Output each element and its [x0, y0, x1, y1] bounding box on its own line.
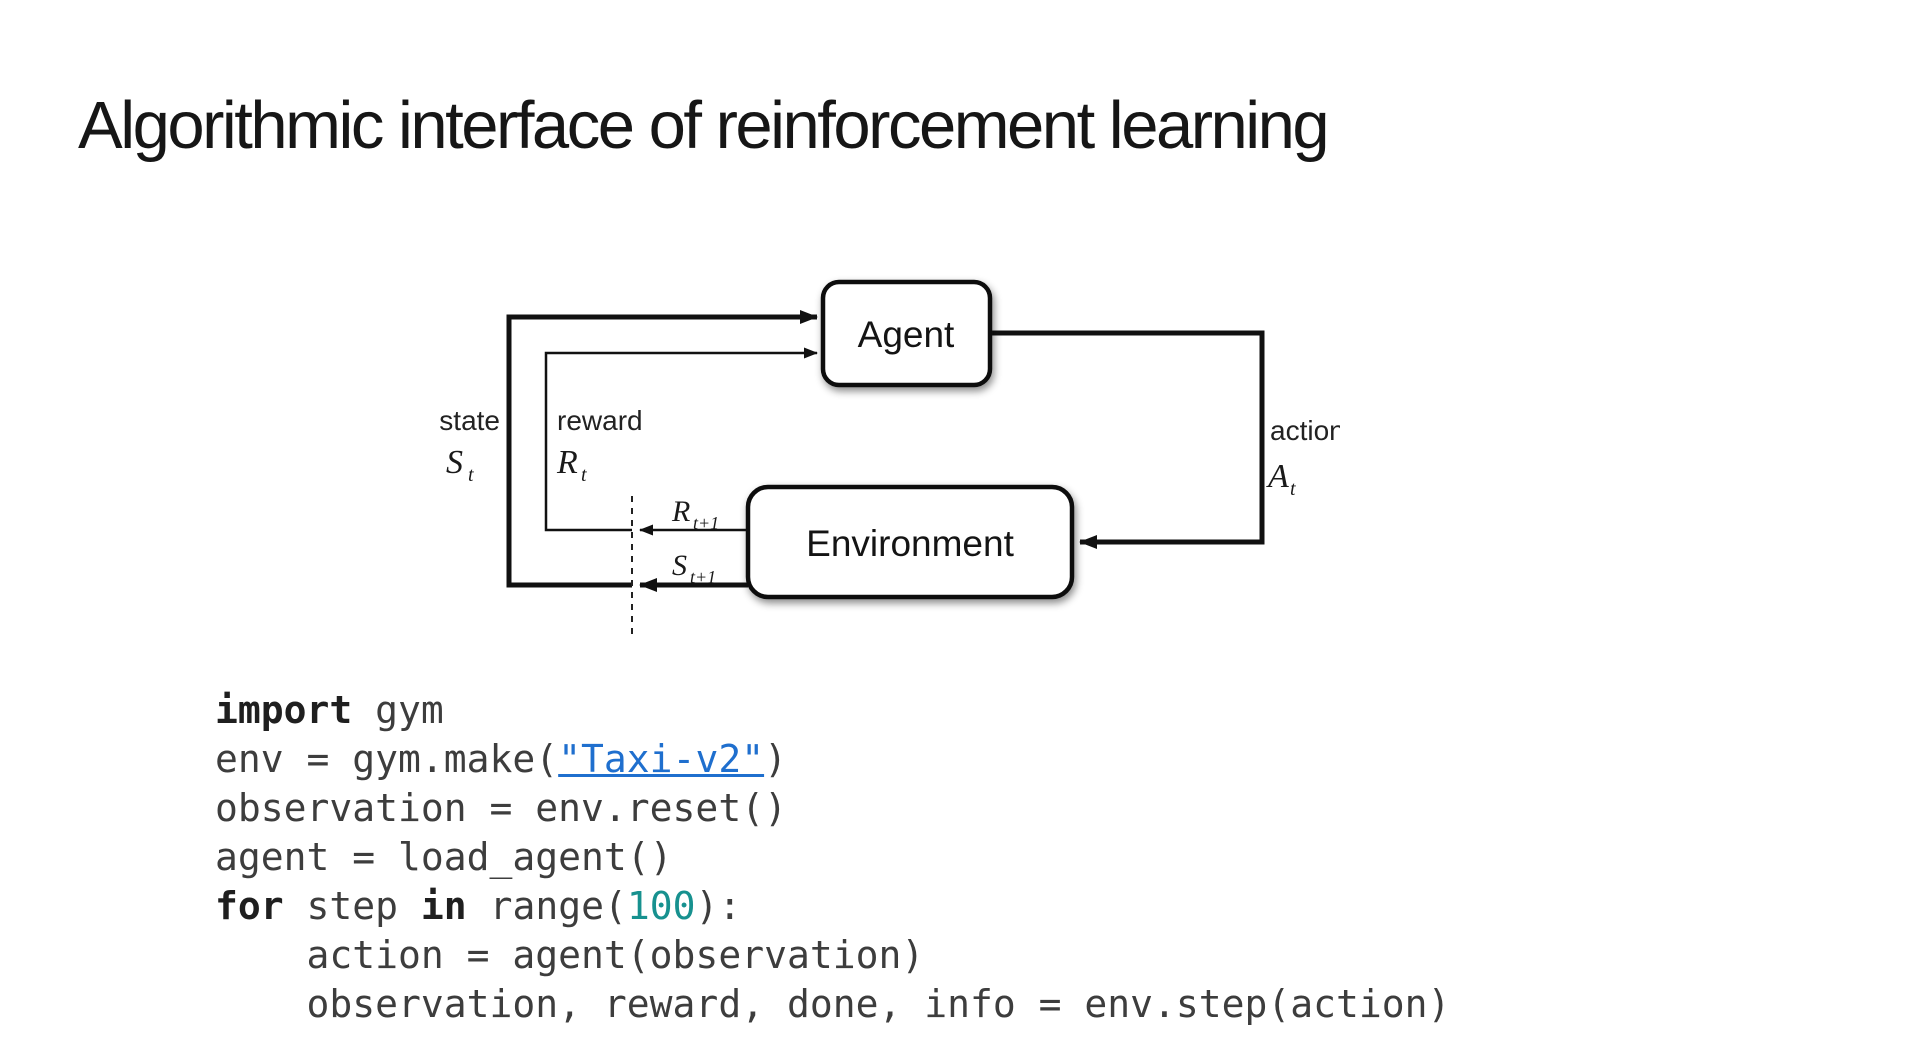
code-token: step	[283, 884, 421, 928]
agent-box-label: Agent	[858, 314, 955, 355]
code-token: in	[420, 884, 467, 928]
reward-wire	[544, 347, 818, 532]
state-wire	[506, 310, 818, 588]
code-token: for	[215, 884, 284, 928]
code-line: for step in range(100):	[215, 882, 1450, 931]
code-token: env = gym.make(	[215, 737, 559, 781]
code-token: observation = env.reset()	[215, 786, 787, 830]
next-reward-symbol-sub: t+1	[693, 513, 719, 533]
rl-loop-svg: Agent Environment state S t reward R t a…	[439, 279, 1345, 634]
code-token: import	[215, 688, 353, 732]
state-symbol: S	[446, 444, 463, 481]
state-label: state	[439, 405, 500, 436]
code-token: range(	[466, 884, 627, 928]
environment-box	[745, 484, 1075, 600]
code-line: observation = env.reset()	[215, 784, 1450, 833]
code-token: action = agent(observation)	[215, 933, 925, 977]
code-line: import gym	[215, 686, 1450, 735]
page-title: Algorithmic interface of reinforcement l…	[78, 87, 1330, 163]
code-line: observation, reward, done, info = env.st…	[215, 980, 1451, 1029]
state-symbol-sub: t	[468, 464, 474, 486]
action-symbol: A	[1266, 458, 1289, 495]
code-token: gym	[352, 688, 444, 732]
code-token: ):	[695, 884, 742, 928]
code-line: env = gym.make("Taxi-v2")	[215, 735, 1450, 784]
taxi-v2-link[interactable]: "Taxi-v2"	[558, 737, 765, 781]
reward-symbol-sub: t	[581, 464, 587, 486]
action-wire	[990, 330, 1265, 549]
reward-symbol: R	[556, 444, 578, 481]
code-token: )	[764, 737, 787, 781]
code-token: 100	[626, 884, 696, 928]
next-reward-symbol: R	[671, 495, 690, 528]
code-line: agent = load_agent()	[215, 833, 1450, 882]
action-symbol-sub: t	[1290, 478, 1296, 500]
code-token: agent = load_agent()	[215, 835, 673, 879]
next-state-symbol: S	[672, 549, 687, 582]
agent-box	[820, 279, 993, 388]
code-token: observation, reward, done, info = env.st…	[215, 982, 1451, 1026]
code-line: action = agent(observation)	[215, 931, 1450, 980]
next-state-symbol-sub: t+1	[690, 567, 716, 587]
environment-box-label: Environment	[806, 523, 1014, 564]
reward-label: reward	[557, 405, 643, 436]
action-label: action	[1270, 415, 1340, 446]
rl-loop-diagram: Agent Environment state S t reward R t a…	[380, 190, 1345, 650]
